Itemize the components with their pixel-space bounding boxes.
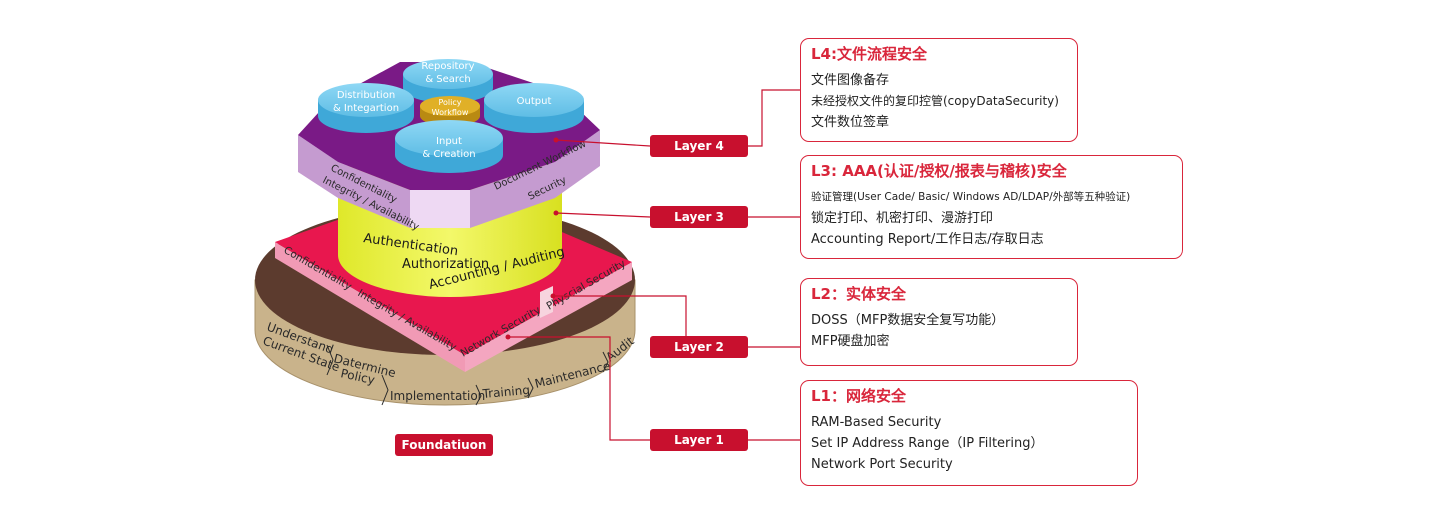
connector-lines [508, 89, 800, 441]
connector-dots [505, 137, 559, 340]
layer3-line-3: Accounting Report/工作日志/存取日志 [811, 232, 1044, 247]
policy-label-a: Policy [438, 98, 461, 107]
layer3-title: L3: AAA(认证/授权/报表与稽核)安全 [811, 162, 1067, 180]
policy-labels: Policy Workflow [432, 98, 469, 117]
step-implementation: Implementation [390, 389, 485, 403]
layer2-tag: Layer 2 [650, 336, 748, 358]
layer2-title: L2：实体安全 [811, 285, 906, 303]
layer1-line-2: Set IP Address Range（IP Filtering） [811, 436, 1044, 451]
layer3-info-box: L3: AAA(认证/授权/报表与稽核)安全 验证管理(User Cade/ B… [800, 155, 1183, 259]
input-label-b: & Creation [422, 149, 475, 160]
tier3-authorization: Authorization [402, 257, 489, 272]
workflow-labels: Repository & Search Distribution & Integ… [333, 61, 551, 160]
repository-label-b: & Search [425, 74, 470, 85]
layer4-line-1: 文件图像备存 [811, 73, 890, 88]
foundation-tag: Foundatiuon [395, 434, 493, 456]
step-training: Training [481, 383, 530, 401]
layer4-title: L4:文件流程安全 [811, 45, 927, 63]
disk-output [484, 83, 584, 133]
disk-input [395, 120, 503, 173]
layer4-info-box: L4:文件流程安全 文件图像备存 未经授权文件的复印控管(copyDataSec… [800, 38, 1078, 142]
input-label-a: Input [436, 136, 462, 147]
repository-label-a: Repository [421, 61, 474, 72]
layer3-line-1: 验证管理(User Cade/ Basic/ Windows AD/LDAP/外… [811, 191, 1131, 203]
policy-label-b: Workflow [432, 108, 469, 117]
layer1-info-box: L1：网络安全 RAM-Based Security Set IP Addres… [800, 380, 1138, 486]
output-label: Output [517, 96, 552, 107]
distribution-label-b: & Integartion [333, 103, 399, 114]
layer2-line-1: DOSS（MFP数据安全复写功能） [811, 313, 1005, 328]
layer4-tag: Layer 4 [650, 135, 748, 157]
layer1-tag: Layer 1 [650, 429, 748, 451]
layer4-line-3: 文件数位签章 [811, 115, 890, 130]
layer2-line-2: MFP硬盘加密 [811, 334, 890, 349]
layer3-tag: Layer 3 [650, 206, 748, 228]
layer1-title: L1：网络安全 [811, 387, 906, 405]
layer2-info-box: L2：实体安全 DOSS（MFP数据安全复写功能） MFP硬盘加密 [800, 278, 1078, 366]
layer3-line-2: 锁定打印、机密打印、漫游打印 [811, 211, 994, 226]
layer4-line-2: 未经授权文件的复印控管(copyDataSecurity) [811, 94, 1059, 108]
disk-distribution [318, 83, 414, 133]
disk-repository [403, 59, 493, 103]
distribution-label-a: Distribution [337, 90, 395, 101]
workflow-disks [318, 59, 584, 173]
layer1-line-1: RAM-Based Security [811, 415, 942, 430]
layer1-line-3: Network Port Security [811, 457, 953, 472]
step-separators [326, 344, 609, 406]
